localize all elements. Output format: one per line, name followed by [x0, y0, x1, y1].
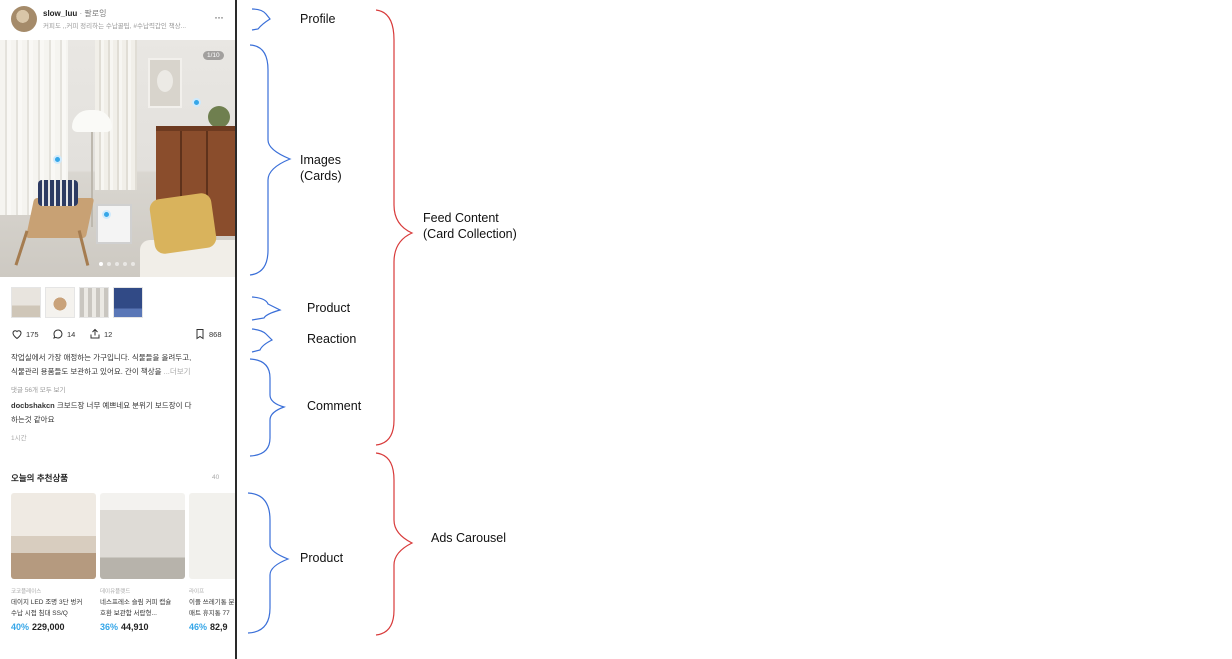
product-image[interactable] [189, 493, 235, 579]
product-brand: 라이프 [189, 589, 205, 595]
product-thumbnails [11, 287, 143, 318]
product-brand: 데이유플랫드 [100, 589, 131, 595]
profile-header: slow_luu · 팔로잉 커피도 ,,커피 정리하는 수납꿀팁, #수납력갑… [0, 0, 235, 40]
username[interactable]: slow_luu [43, 9, 78, 18]
comment-icon [53, 329, 63, 339]
lamp-graphic [72, 110, 112, 132]
lamp-pole-graphic [91, 132, 93, 227]
like-count: 175 [26, 329, 39, 339]
product-tag-dot[interactable] [102, 210, 111, 219]
product-thumbnail[interactable] [79, 287, 109, 318]
avatar[interactable] [11, 6, 37, 32]
heart-icon [12, 330, 22, 340]
annotation-ads-product: Product [300, 551, 344, 565]
product-discount: 46% [189, 622, 208, 632]
product-price: 46%82,9 [189, 622, 235, 632]
share-count: 12 [104, 329, 113, 339]
caption-preview: 커피도 ,,커피 정리하는 수납꿀팁, #수납력갑인 책상... [43, 23, 187, 30]
recommended-title: 오늘의 추천상품 [11, 473, 69, 483]
more-icon[interactable]: ··· [214, 10, 224, 24]
pagination-dot[interactable] [99, 262, 103, 266]
pagination-dot[interactable] [123, 262, 127, 266]
pagination-dot[interactable] [115, 262, 119, 266]
view-all-comments-link[interactable]: 댓글 56개 모두 보기 [11, 387, 66, 394]
product-image[interactable] [11, 493, 96, 579]
post-text: 작업실에서 가장 애정하는 가구입니다. 식물들을 올려두고, 식물관리 용품들… [11, 351, 229, 379]
price-value: 82,9 [210, 622, 228, 632]
share-icon [90, 328, 100, 339]
post-time: 1시간 [11, 435, 27, 442]
comment-count: 14 [67, 329, 76, 339]
share-button[interactable]: 12 [89, 328, 112, 340]
product-thumbnail[interactable] [11, 287, 41, 318]
post-image[interactable]: 1/10 [0, 40, 235, 277]
follow-button[interactable]: 팔로잉 [84, 9, 107, 18]
chair-leg-graphic [14, 230, 29, 266]
annotation-profile: Profile [300, 12, 336, 26]
product-discount: 36% [100, 622, 119, 632]
annotation-product: Product [307, 301, 351, 315]
comment-username[interactable]: docbshakcn [11, 401, 55, 410]
like-button[interactable]: 175 [11, 328, 39, 340]
brace-feed-content [375, 9, 414, 446]
image-counter: 1/10 [203, 51, 224, 60]
price-value: 44,910 [121, 622, 149, 632]
username-line: slow_luu · 팔로잉 [43, 8, 106, 19]
feed-screen: slow_luu · 팔로잉 커피도 ,,커피 정리하는 수납꿀팁, #수납력갑… [0, 0, 237, 659]
pagination-dots [99, 262, 135, 266]
pagination-dot[interactable] [107, 262, 111, 266]
product-thumbnail[interactable] [113, 287, 143, 318]
price-value: 229,000 [32, 622, 65, 632]
annotation-comment: Comment [307, 399, 362, 413]
pagination-dot[interactable] [131, 262, 135, 266]
product-brand: 코코플레이스 [11, 589, 42, 595]
comment-text: 크보드장 너무 예쁘네요 분위기 보드장이 다 [56, 401, 192, 410]
brace-product [251, 296, 282, 321]
brace-ads-product [247, 492, 290, 634]
product-price: 40%229,000 [11, 622, 96, 632]
product-discount: 40% [11, 622, 30, 632]
product-price: 36%44,910 [100, 622, 185, 632]
annotation-feed-content: Feed Content (Card Collection) [423, 211, 517, 241]
comment: docbshakcn 크보드장 너무 예쁘네요 분위기 보드장이 다 하는것 같… [11, 399, 231, 427]
product-thumbnail[interactable] [45, 287, 75, 318]
bookmark-icon [196, 329, 204, 340]
wall-frame-graphic [148, 58, 182, 108]
cushion-graphic [38, 180, 78, 206]
brace-ads-carousel [375, 452, 414, 636]
pillow-graphic [148, 191, 218, 256]
brace-comment [249, 358, 286, 457]
plant-graphic [208, 106, 230, 128]
post-text-line: 작업실에서 가장 애정하는 가구입니다. 식물들을 올려두고, [11, 353, 192, 362]
brace-profile [251, 8, 271, 31]
side-table-graphic [96, 204, 132, 244]
brace-reaction [251, 328, 274, 353]
annotation-reaction: Reaction [307, 332, 357, 346]
more-link[interactable]: ...더보기 [163, 367, 191, 376]
annotation-images: Images (Cards) [300, 153, 342, 183]
comment-text: 하는것 같아요 [11, 415, 55, 424]
separator: · [79, 9, 83, 18]
bookmark-count: 868 [209, 329, 222, 339]
post-text-line: 식물관리 용품들도 보관하고 있어요. 간이 책상을 [11, 367, 162, 376]
bookmark-button[interactable]: 868 [194, 328, 222, 340]
product-image[interactable] [100, 493, 185, 579]
product-tag-dot[interactable] [53, 155, 62, 164]
product-tag-dot[interactable] [192, 98, 201, 107]
reaction-bar: 175 14 12 868 [11, 328, 226, 342]
brace-images [249, 44, 292, 276]
recommended-more-link[interactable]: 40 [212, 474, 220, 481]
comment-button[interactable]: 14 [52, 328, 75, 340]
annotation-ads-carousel: Ads Carousel [431, 531, 507, 545]
